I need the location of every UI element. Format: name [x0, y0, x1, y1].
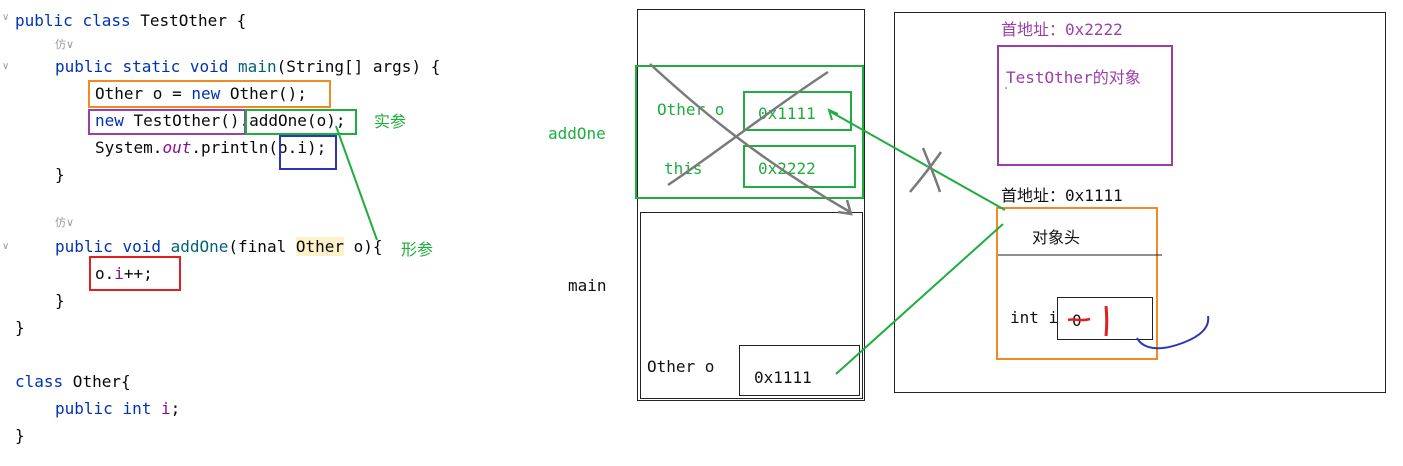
- addone-var-o-label: Other o: [657, 100, 725, 119]
- fold-chevron-icon[interactable]: ∨: [2, 12, 10, 23]
- keyword: class: [82, 11, 131, 30]
- addone-invocation: .addOne(o);: [239, 111, 346, 130]
- code-line-other-field: public int i;: [55, 395, 180, 422]
- frame-destroyed-arrowhead: [837, 199, 853, 216]
- actual-param-label: 实参: [374, 112, 407, 131]
- reference-line-addone-o: [830, 111, 1006, 211]
- declaration: Other o =: [95, 84, 192, 103]
- field-i-new-value: 1: [1108, 332, 1109, 334]
- code-line-close-addone: }: [55, 291, 65, 310]
- param-open: (final: [228, 237, 296, 256]
- link-cut-stroke: [909, 151, 943, 193]
- testother-object-label: TestOther的对象: [1006, 68, 1141, 87]
- keyword: int: [122, 399, 152, 418]
- keyword: void: [122, 237, 161, 256]
- addone-var-this-label: this: [664, 159, 703, 178]
- highlight-box-new-other: [88, 80, 331, 108]
- println-arg: o.i: [278, 138, 307, 157]
- stack-frame-main: [640, 212, 863, 399]
- fold-chevron-icon[interactable]: ∨: [2, 241, 10, 252]
- class-name: TestOther: [140, 11, 227, 30]
- code-line-close-class: }: [15, 318, 25, 337]
- keyword: public: [55, 237, 113, 256]
- frame-destroyed-stroke: [667, 70, 829, 187]
- code-line-class-decl: public class TestOther {: [15, 7, 246, 34]
- code-line-increment: o.i++;: [95, 260, 153, 287]
- stack-frame-main-label: main: [568, 276, 607, 295]
- testother-address-label: 首地址：0x2222: [1001, 20, 1123, 39]
- param-link-line: [335, 125, 378, 241]
- keyword: public: [55, 57, 113, 76]
- params: (String[] args) {: [276, 57, 441, 76]
- param-type: Other: [295, 237, 345, 256]
- semicolon: ;: [170, 399, 181, 418]
- other-object: [996, 207, 1158, 360]
- close-paren: );: [306, 138, 327, 157]
- stack-region: [637, 9, 865, 401]
- param-name: o){: [344, 237, 383, 256]
- code-line-main-signature: public static void main(String[] args) {: [55, 53, 440, 80]
- object-ref: o.: [95, 264, 115, 283]
- object-header-label: 对象头: [1032, 228, 1081, 247]
- field-i-slot: [1057, 297, 1153, 340]
- testother-instance: TestOther(): [123, 111, 240, 130]
- stack-frame-addone-label: addOne: [548, 124, 606, 143]
- keyword: void: [189, 57, 229, 76]
- usage-hint-icon: 仿∨: [55, 216, 75, 229]
- code-line-addone-call: new TestOther().addOne(o);: [95, 107, 345, 134]
- field-i: i: [114, 264, 124, 283]
- other-address-label: 首地址：0x1111: [1001, 186, 1123, 205]
- code-line-other-decl: class Other{: [15, 368, 131, 395]
- println-call: .println(: [191, 138, 279, 157]
- method-name: main: [238, 57, 277, 76]
- keyword: new: [95, 111, 124, 130]
- code-line-close-main: }: [55, 165, 65, 184]
- usage-hint-icon: 仿∨: [55, 38, 75, 51]
- reference-line-main-o: [835, 223, 1004, 375]
- heap-region: [894, 12, 1386, 393]
- brace: {: [226, 11, 247, 30]
- keyword: public: [55, 399, 113, 418]
- stack-frame-addone: [635, 65, 864, 199]
- increment-op: ++;: [123, 264, 153, 283]
- field-i: i: [160, 399, 171, 418]
- main-var-o-slot: [739, 345, 860, 396]
- formal-param-label: 形参: [401, 240, 434, 259]
- code-line-println: System.out.println(o.i);: [95, 134, 326, 161]
- keyword: new: [191, 84, 221, 103]
- constructor-call: Other();: [220, 84, 307, 103]
- code-line-close-other: }: [15, 426, 25, 445]
- highlight-box-addone-call: [245, 109, 357, 135]
- highlight-box-increment: [89, 256, 181, 291]
- highlight-box-oi: [279, 135, 337, 170]
- testother-object: [997, 45, 1173, 166]
- increment-curve: [1136, 315, 1210, 350]
- stray-dot: [1005, 87, 1007, 89]
- out-field: out: [162, 138, 192, 157]
- code-line-addone-signature: public void addOne(final Other o){: [55, 233, 383, 260]
- old-value-strike: [1067, 317, 1091, 322]
- method-name: addOne: [170, 237, 229, 256]
- link-cut-stroke: [921, 147, 942, 193]
- keyword: class: [15, 372, 64, 391]
- class-name: Other{: [63, 372, 131, 391]
- addone-var-o-value: 0x1111: [758, 104, 816, 123]
- main-var-o-label: Other o: [647, 357, 715, 376]
- system-ref: System.: [95, 138, 163, 157]
- fold-chevron-icon[interactable]: ∨: [2, 61, 10, 72]
- addone-var-this-slot: [743, 145, 856, 188]
- keyword: public: [15, 11, 73, 30]
- main-var-o-value: 0x1111: [754, 368, 812, 387]
- frame-destroyed-stroke: [649, 63, 851, 214]
- reference-arrowhead: [827, 108, 839, 121]
- code-line-new-other: Other o = new Other();: [95, 80, 307, 107]
- keyword: static: [122, 57, 181, 76]
- new-value-one-stroke: [1104, 305, 1109, 337]
- field-i-label: int i: [1010, 308, 1059, 327]
